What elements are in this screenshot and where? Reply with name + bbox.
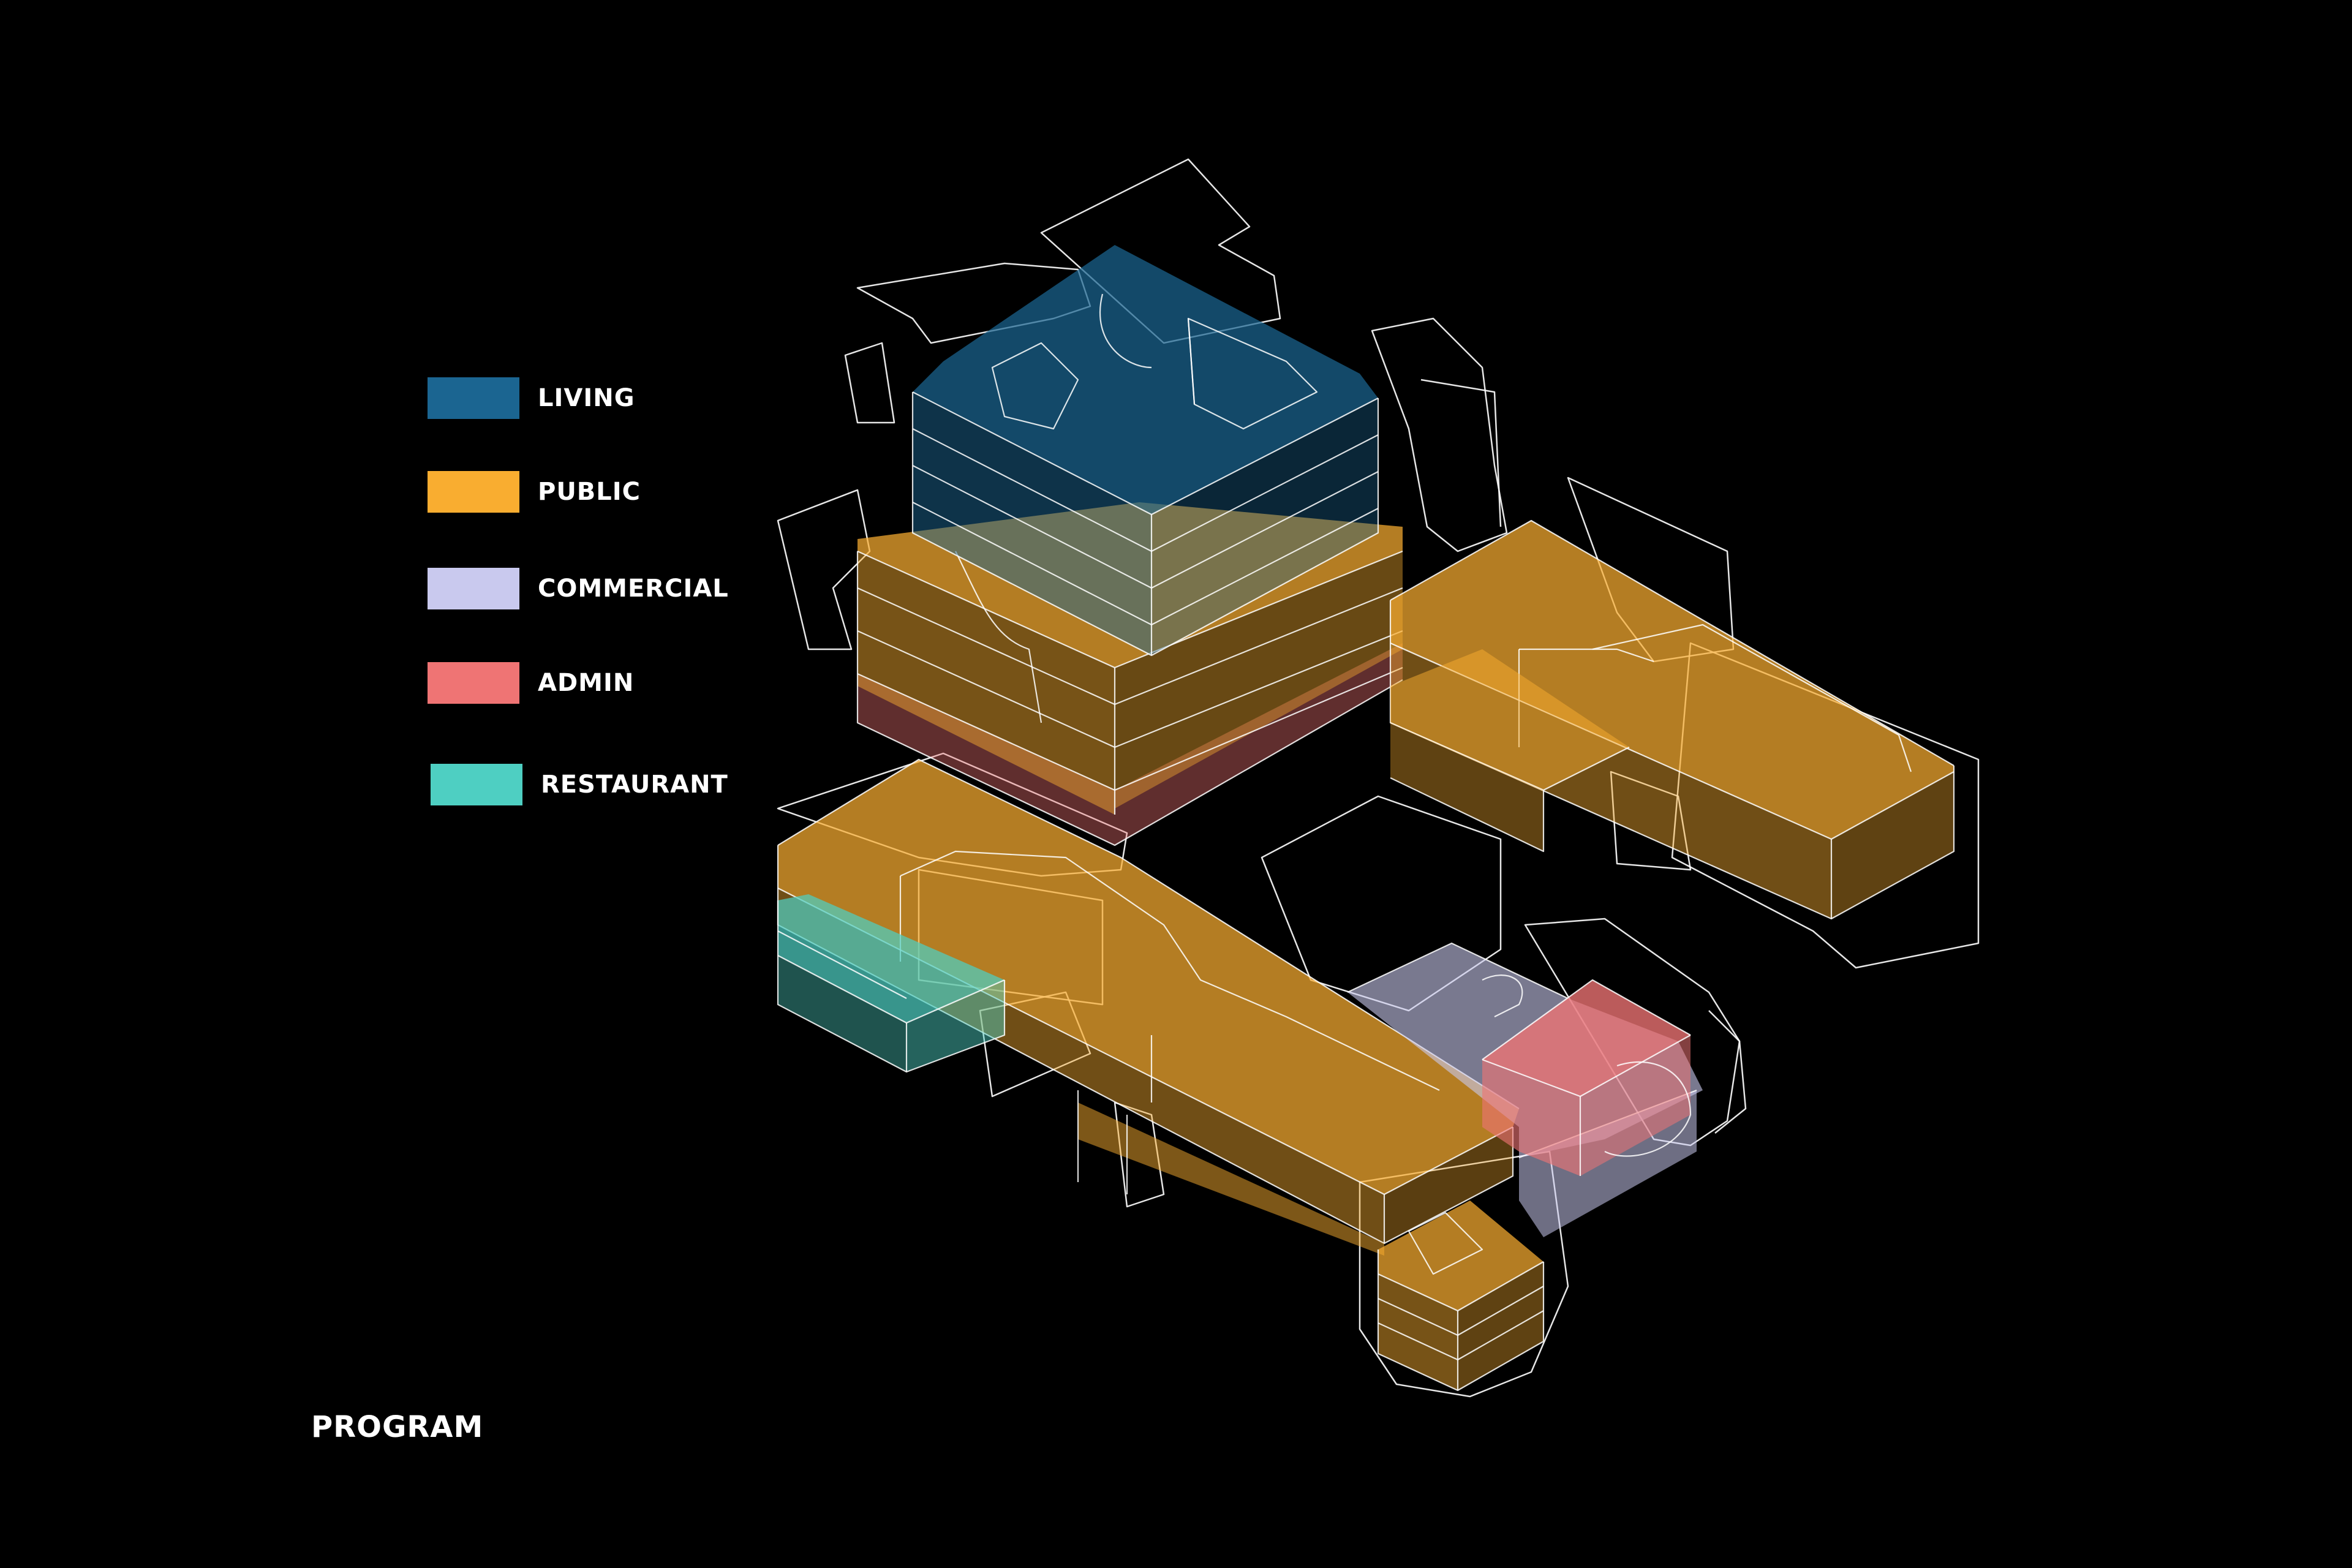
- restaurant-block: [777, 894, 1006, 1073]
- living-block: [911, 245, 1379, 657]
- diagram-title: PROGRAM: [311, 1410, 484, 1444]
- lower-public-tower: [1377, 1200, 1545, 1392]
- admin-strip-upper: [858, 643, 1403, 845]
- right-public-wing: [1389, 519, 1955, 920]
- admin-block: [1482, 979, 1692, 1176]
